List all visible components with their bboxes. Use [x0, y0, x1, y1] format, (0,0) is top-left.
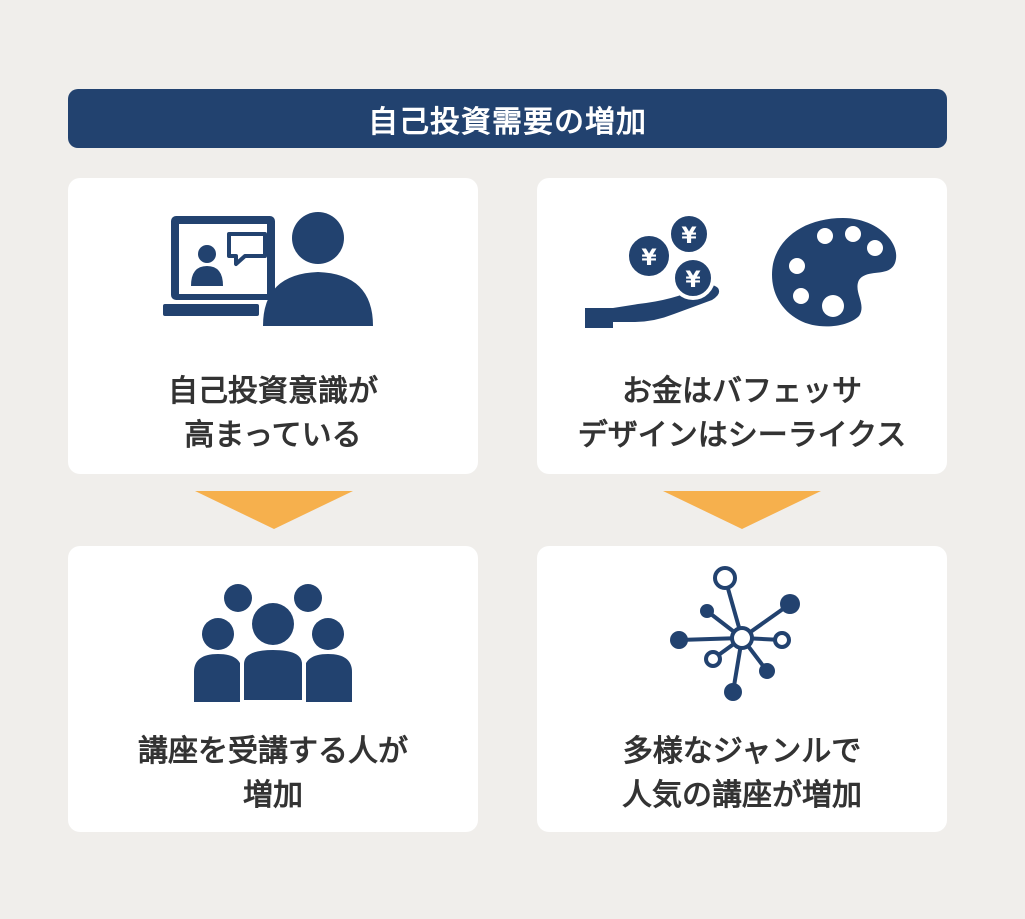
card-money-design-line2: デザインはシーライクス [577, 418, 907, 453]
card-more-learners: 講座を受講する人が 増加 [68, 546, 478, 832]
card-popular-courses: 多様なジャンルで 人気の講座が増加 [537, 546, 947, 832]
card-self-investment: 自己投資意識が 高まっている [68, 178, 478, 474]
down-arrow-icon [663, 491, 821, 529]
card-more-learners-line2: 増加 [243, 778, 303, 813]
card-money-design-line1: お金はバフェッサ [622, 374, 862, 409]
card-self-investment-line2: 高まっている [184, 418, 362, 453]
card-popular-courses-line2: 人気の講座が増加 [622, 778, 862, 813]
card-popular-courses-line1: 多様なジャンルで [622, 734, 862, 769]
svg-text:¥: ¥ [641, 246, 657, 271]
header-banner: 自己投資需要の増加 [68, 89, 947, 148]
money-and-palette-icon: ¥ ¥ ¥ [537, 208, 947, 333]
card-self-investment-line1: 自己投資意識が [168, 374, 378, 409]
card-money-design: ¥ ¥ ¥ お金はバフェッサ デザインはシーライクス [537, 178, 947, 474]
svg-text:¥: ¥ [685, 268, 701, 293]
people-group-icon [68, 582, 478, 704]
svg-text:¥: ¥ [681, 224, 697, 249]
card-more-learners-line1: 講座を受講する人が [138, 734, 408, 769]
down-arrow-icon [195, 491, 353, 529]
network-icon [537, 566, 947, 706]
header-title: 自己投資需要の増加 [368, 104, 647, 140]
online-learning-icon [68, 208, 478, 328]
